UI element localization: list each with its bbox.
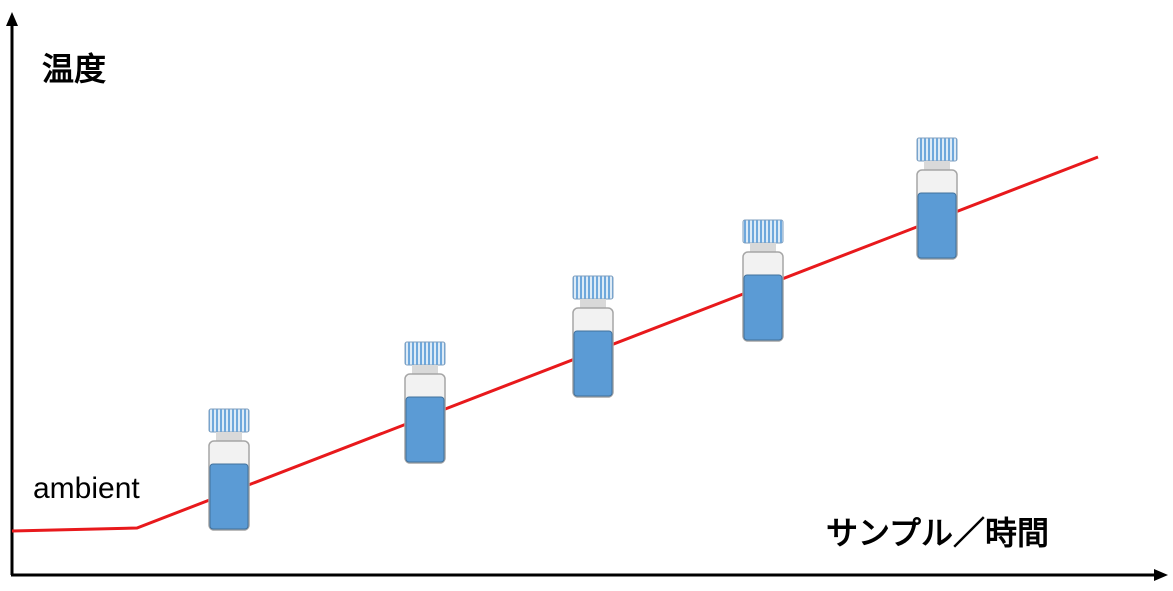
vial-cap	[572, 275, 614, 300]
vial-liquid	[573, 330, 613, 397]
vial-neck	[750, 243, 776, 252]
vial-neck	[412, 365, 438, 374]
vial-neck	[580, 299, 606, 308]
vial-group	[208, 137, 958, 531]
ambient-label: ambient	[33, 472, 140, 505]
vial-liquid	[405, 396, 445, 463]
vial-cap	[916, 137, 958, 162]
x-axis-label: サンプル／時間	[826, 514, 1050, 552]
vial-icon	[404, 341, 446, 464]
vial-neck	[216, 432, 242, 441]
vial-icon	[916, 137, 958, 260]
vial-icon	[208, 408, 250, 531]
y-axis-label: 温度	[42, 50, 107, 88]
x-axis-arrowhead	[1154, 569, 1168, 581]
vial-cap	[208, 408, 250, 433]
vial-icon	[572, 275, 614, 398]
vial-neck	[924, 161, 950, 170]
vial-liquid	[743, 274, 783, 341]
y-axis-arrowhead	[6, 12, 18, 26]
vial-liquid	[209, 463, 249, 530]
vial-cap	[404, 341, 446, 366]
vial-cap	[742, 219, 784, 244]
vial-liquid	[917, 192, 957, 259]
vial-icon	[742, 219, 784, 342]
